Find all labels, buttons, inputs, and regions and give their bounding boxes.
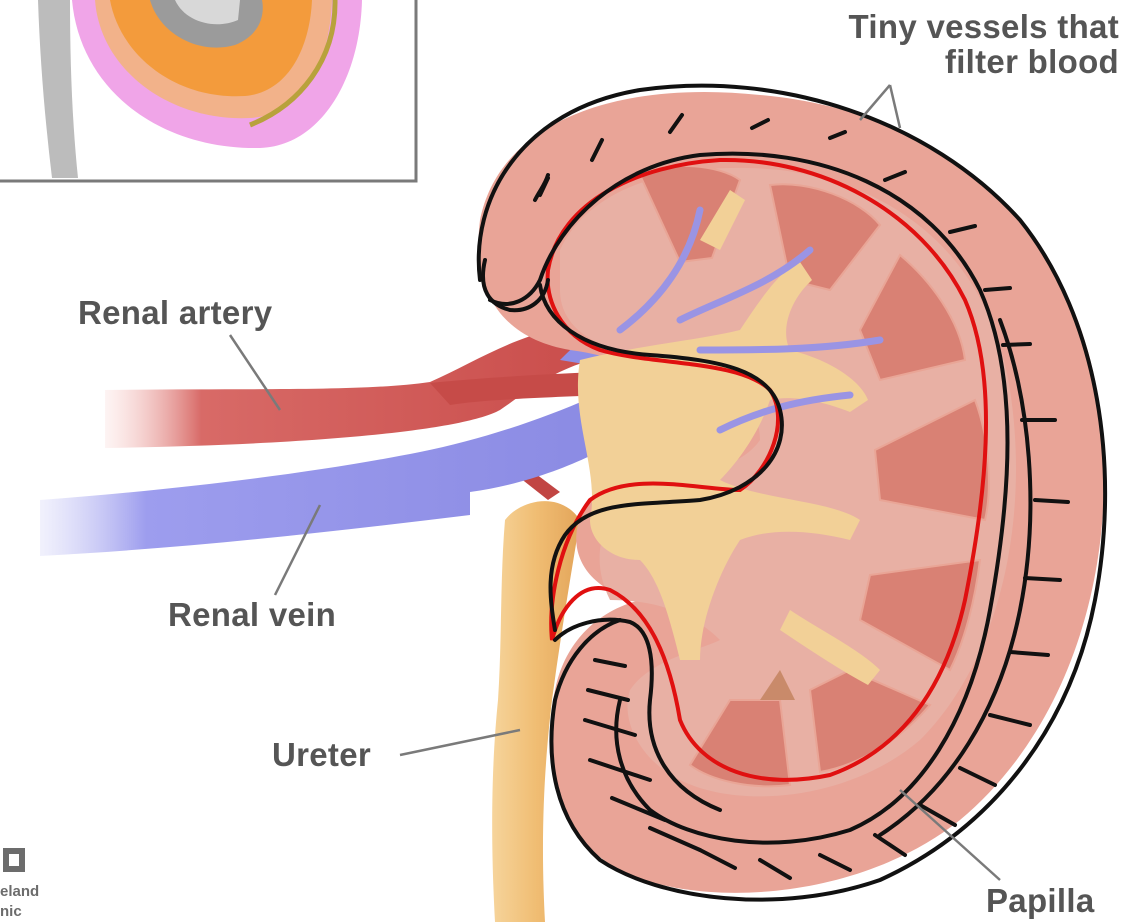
- logo-text-line2: nic: [0, 904, 22, 919]
- label-papilla: Papilla: [986, 882, 1094, 920]
- label-renal-artery: Renal artery: [78, 294, 272, 332]
- inset-kidney-thumbnail: [0, 0, 416, 181]
- label-renal-vein: Renal vein: [168, 596, 336, 634]
- label-tiny-vessels: Tiny vessels that filter blood: [849, 10, 1119, 79]
- label-tiny-vessels-line2: filter blood: [849, 45, 1119, 80]
- label-tiny-vessels-line1: Tiny vessels that: [849, 10, 1119, 45]
- logo-text-line1: eland: [0, 884, 39, 899]
- cleveland-clinic-logo-icon: [3, 848, 25, 872]
- label-ureter: Ureter: [272, 736, 371, 774]
